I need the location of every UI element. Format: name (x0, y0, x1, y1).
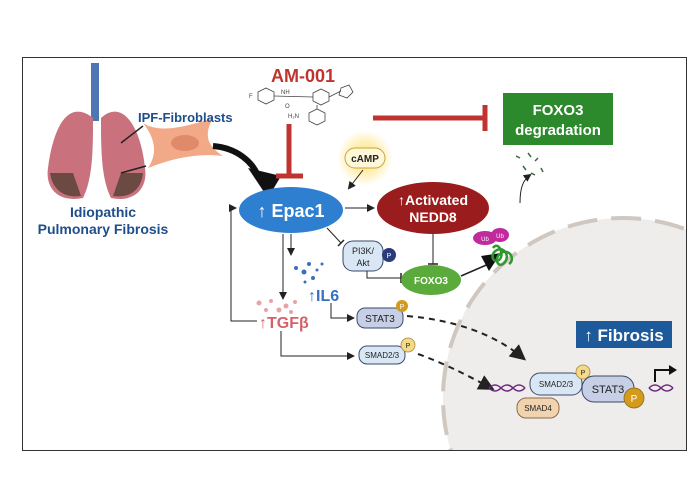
ub-label-2: Ub (496, 234, 504, 240)
stat3-cyto-phospho (396, 300, 408, 312)
transcription-start (654, 369, 671, 382)
disease-label-line1: Idiopathic (70, 204, 136, 220)
fibroblast-illustration (120, 118, 281, 198)
dna-strand (488, 384, 674, 392)
stat3-cyto-label: STAT3 (365, 314, 395, 325)
smad23-nuclear-phospho (575, 364, 591, 380)
arrow-il6-stat3 (330, 303, 355, 322)
stat3-cyto-phospho-label: P (400, 304, 405, 311)
foxo3-label: FOXO3 (414, 276, 448, 287)
inhibit-pi3k-foxo3 (366, 271, 402, 283)
nedd8-node (377, 182, 489, 234)
transcription-arrowhead (669, 365, 677, 375)
inhibit-epac1-pi3k (326, 227, 345, 247)
foxo3-degradation-box (503, 93, 613, 145)
ub-label-1: Ub (481, 237, 489, 243)
degraded-fragments (515, 152, 544, 176)
fibrosis-label: ↑ Fibrosis (584, 326, 663, 345)
tgfb-particles (256, 299, 297, 314)
tgfb-label: ↑TGFβ (259, 315, 309, 332)
camp-label: cAMP (351, 154, 379, 165)
smad23-cyto-node (358, 345, 406, 365)
fibrosis-box (576, 321, 672, 348)
stat3-nuclear-phospho (623, 387, 645, 409)
disease-label-line2: Pulmonary Fibrosis (38, 221, 169, 237)
drug-atom-nh: NH (281, 90, 290, 96)
feedback-tgfb-epac1 (229, 204, 257, 322)
drug-structure (257, 84, 354, 126)
foxo3-node (401, 265, 461, 295)
drug-atom-f: F (249, 94, 253, 100)
arrow-to-degradation (519, 173, 532, 204)
stat3-nuclear-phospho-label: P (631, 394, 638, 405)
inhibit-drug-epac1 (276, 124, 303, 179)
smad4-label: SMAD4 (524, 404, 552, 413)
smad4-node (516, 397, 560, 419)
drug-atom-o: O (285, 104, 290, 110)
pi3k-line1: PI3K/ (352, 246, 375, 256)
stat3-cyto-node (356, 307, 404, 329)
stat3-nuclear-label: STAT3 (592, 384, 625, 396)
nedd8-line1: ↑Activated (398, 192, 468, 208)
dashed-smad23-nucleus (417, 353, 495, 390)
epac1-label: ↑ Epac1 (257, 201, 324, 221)
smad23-cyto-phospho (400, 337, 416, 353)
arrow-camp-epac1 (347, 169, 364, 190)
camp-node (344, 147, 386, 169)
drug-name: AM-001 (271, 66, 335, 86)
nedd8-line2: NEDD8 (409, 209, 457, 225)
il6-particles (294, 262, 324, 284)
smad23-nuclear-phospho-label: P (581, 370, 586, 377)
pi3k-phospho (382, 248, 396, 262)
drug-atom-h2n: H₂N (288, 114, 299, 120)
pi3k-line2: Akt (356, 258, 370, 268)
fibroblast-label: IPF-Fibroblasts (138, 110, 233, 125)
ubiquitinated-foxo3 (473, 228, 514, 267)
dashed-stat3-nucleus (406, 315, 527, 361)
inhibit-drug-degradation (373, 105, 488, 131)
degradation-line2: degradation (515, 122, 601, 139)
il6-label: ↑IL6 (308, 288, 339, 305)
smad23-nuclear-node (529, 372, 583, 396)
pi3k-phospho-label: P (387, 253, 392, 260)
epac1-node (239, 187, 343, 233)
inhibit-nedd8-foxo3 (428, 234, 438, 265)
lungs-illustration (47, 63, 146, 199)
arrow-tgfb-smad23 (280, 331, 355, 360)
smad23-cyto-phospho-label: P (406, 343, 411, 350)
figure-frame: IPF-Fibroblasts Idiopathic Pulmonary Fib… (22, 57, 687, 451)
smad23-cyto-label: SMAD2/3 (365, 351, 400, 360)
degradation-line1: FOXO3 (533, 102, 584, 119)
smad23-nuclear-label: SMAD2/3 (539, 380, 574, 389)
pathway-diagram: IPF-Fibroblasts Idiopathic Pulmonary Fib… (38, 63, 686, 450)
